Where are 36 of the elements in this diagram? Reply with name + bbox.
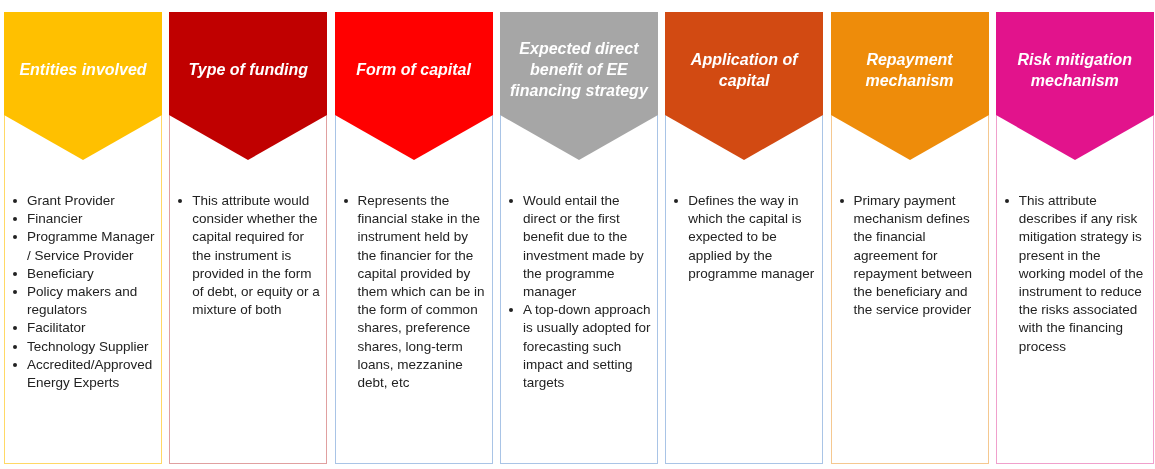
bullet-text: Financier bbox=[27, 210, 84, 229]
description-card bbox=[4, 162, 162, 464]
chevron-banner bbox=[334, 12, 493, 160]
column-heading: Repayment mechanism bbox=[864, 49, 955, 91]
bullet-text: Represents the financial stake in the instrument held by the financier for the capital provided by them which can be in the form of common shares, preference shares, long-term loans, mezzanine debt, etc bbox=[357, 192, 486, 393]
bullet-text: Beneficiary bbox=[27, 264, 95, 283]
bullet-text: Would entail the direct or the first benefit due to the investment made by the programme manager bbox=[522, 192, 645, 301]
description-card bbox=[995, 162, 1154, 464]
description-card bbox=[665, 162, 824, 464]
chevron-banner bbox=[830, 12, 989, 160]
bullet-text: A top-down approach is usually adopted for forecasting such impact and setting targets bbox=[522, 301, 652, 393]
chevron-banner bbox=[169, 12, 328, 160]
bullet-text: This attribute describes if any risk mitigation strategy is present in the working model of the instrument to reduce the risks associated with the financing process bbox=[1018, 192, 1145, 356]
chevron-banner bbox=[665, 12, 824, 160]
column-heading: Application of capital bbox=[689, 49, 800, 91]
column-heading: Form of capital bbox=[356, 60, 471, 80]
bullet-text: Defines the way in which the capital is expected to be applied by the programme manager bbox=[688, 192, 816, 283]
bullet-text: Programme Manager / Service Provider bbox=[27, 228, 156, 265]
column-heading: Type of funding bbox=[188, 60, 308, 80]
chevron-banner bbox=[995, 12, 1154, 160]
chevron-banner bbox=[4, 12, 162, 160]
description-card bbox=[830, 162, 989, 464]
column-heading: Entities involved bbox=[19, 60, 147, 80]
bullet-text: Grant Provider bbox=[27, 192, 116, 210]
description-card bbox=[334, 162, 493, 464]
chevron-banner bbox=[499, 12, 658, 160]
column-heading: Risk mitigation mechanism bbox=[1016, 49, 1134, 91]
bullet-text: Technology Supplier bbox=[27, 337, 150, 356]
column-heading: Expected direct benefit of EE financing strategy bbox=[509, 39, 650, 101]
bullet-text: Facilitator bbox=[27, 319, 87, 338]
bullet-text: Primary payment mechanism defines the financial agreement for repayment between the beneficiary and the service provider bbox=[853, 192, 974, 320]
bullet-text: Policy makers and regulators bbox=[27, 283, 139, 320]
bullet-text: This attribute would consider whether the capital required for the instrument is provided in the form of debt, or equity or a mixture of both bbox=[192, 192, 321, 320]
description-card bbox=[169, 162, 328, 464]
description-card bbox=[499, 162, 658, 464]
bullet-text: Accredited/Approved Energy Experts bbox=[27, 355, 154, 393]
